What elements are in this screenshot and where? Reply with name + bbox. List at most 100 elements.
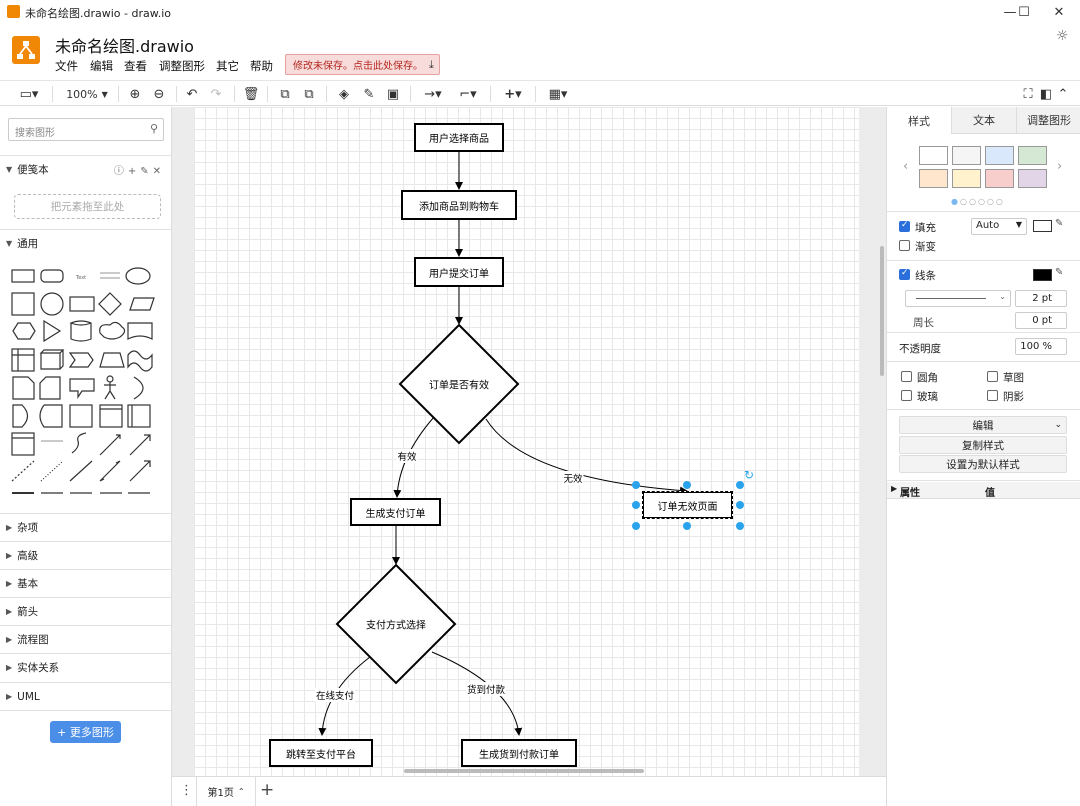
scratchpad-header[interactable]: ▼ 便笺本 ⓘ+✎✕: [0, 155, 171, 183]
search-input[interactable]: 搜索图形 ⚲: [8, 118, 164, 141]
resize-handle[interactable]: [632, 501, 640, 509]
resize-handle[interactable]: [683, 481, 691, 489]
category-er[interactable]: ▶实体关系: [0, 653, 171, 681]
menu-help[interactable]: 帮助: [250, 59, 273, 73]
rounded-checkbox[interactable]: [901, 371, 912, 382]
delete-icon[interactable]: 🗑: [242, 86, 260, 102]
document-title[interactable]: 未命名绘图.drawio: [55, 37, 194, 56]
chevron-right-icon[interactable]: ›: [1057, 159, 1063, 174]
menu-extras[interactable]: 其它: [216, 59, 239, 73]
pages-menu-icon[interactable]: ⋮: [180, 783, 193, 798]
node-cod-order[interactable]: 生成货到付款订单: [461, 739, 577, 767]
fill-checkbox[interactable]: [899, 220, 910, 232]
table-icon[interactable]: ▦▾: [548, 86, 568, 102]
waypoints-icon[interactable]: ⌐▾: [459, 86, 477, 102]
set-default-style-button[interactable]: 设置为默认样式: [899, 455, 1067, 473]
category-uml[interactable]: ▶UML: [0, 682, 171, 710]
resize-handle[interactable]: [736, 522, 744, 530]
theme-icon[interactable]: ☼: [1056, 28, 1069, 44]
eyedropper-icon[interactable]: ✎: [1055, 218, 1064, 229]
format-panel-icon[interactable]: ◧: [1039, 86, 1053, 102]
rotate-icon[interactable]: ↻: [744, 468, 755, 482]
tab-style[interactable]: 样式: [887, 107, 951, 134]
node-invalid-order-page[interactable]: 订单无效页面: [642, 491, 733, 519]
to-front-icon[interactable]: ⧉: [280, 86, 290, 102]
resize-handle[interactable]: [632, 522, 640, 530]
sketch-checkbox[interactable]: [987, 371, 998, 382]
edge-d1-n5[interactable]: [485, 418, 688, 495]
property-table-header[interactable]: ▶ 属性 值: [887, 482, 1080, 499]
connection-icon[interactable]: →▾: [424, 86, 442, 102]
fill-color-swatch[interactable]: [1033, 220, 1052, 232]
tab-arrange[interactable]: 调整图形: [1016, 107, 1080, 134]
scratchpad-dropzone[interactable]: 把元素拖至此处: [14, 194, 161, 219]
line-pattern-select[interactable]: ⌄: [905, 290, 1011, 307]
node-select-product[interactable]: 用户选择商品: [414, 123, 504, 152]
shape-palette[interactable]: Text: [8, 263, 158, 503]
style-swatch[interactable]: [985, 169, 1014, 188]
menu-arrange[interactable]: 调整图形: [159, 59, 205, 73]
fullscreen-icon[interactable]: ⛶: [1023, 86, 1033, 102]
decision-shape-payment[interactable]: [335, 563, 457, 685]
close-button[interactable]: ✕: [1053, 4, 1065, 20]
undo-icon[interactable]: ↶: [186, 86, 198, 102]
menu-view[interactable]: 查看: [124, 59, 147, 73]
redo-icon[interactable]: ↷: [210, 86, 222, 102]
diagram-canvas[interactable]: 用户选择商品 添加商品到购物车 用户提交订单 订单是否有效 生成支付订单 订单无…: [194, 107, 859, 776]
tab-text[interactable]: 文本: [951, 107, 1016, 134]
maximize-button[interactable]: ☐: [1018, 4, 1030, 20]
save-warning-button[interactable]: 修改未保存。点击此处保存。 ⤓: [285, 54, 440, 75]
collapse-icon[interactable]: ⌃: [1057, 86, 1069, 102]
perimeter-input[interactable]: 0 pt: [1015, 312, 1067, 329]
minimize-button[interactable]: —: [1003, 4, 1017, 20]
shadow-icon[interactable]: ▣: [386, 86, 400, 102]
resize-handle[interactable]: [736, 481, 744, 489]
shadow-checkbox[interactable]: [987, 390, 998, 401]
resize-handle[interactable]: [736, 501, 744, 509]
style-swatch[interactable]: [1018, 169, 1047, 188]
panel-toggle-icon[interactable]: ▭▾: [19, 86, 39, 102]
eyedropper-icon[interactable]: ✎: [1055, 267, 1064, 278]
vertical-scrollbar[interactable]: [880, 246, 884, 376]
fill-select[interactable]: Auto▼: [971, 218, 1027, 235]
menu-edit[interactable]: 编辑: [90, 59, 113, 73]
style-swatch[interactable]: [1018, 146, 1047, 165]
node-create-payment-order[interactable]: 生成支付订单: [350, 498, 441, 526]
copy-style-button[interactable]: 复制样式: [899, 436, 1067, 454]
edit-style-button[interactable]: 编辑⌄: [899, 416, 1067, 434]
category-advanced[interactable]: ▶高级: [0, 541, 171, 569]
more-shapes-button[interactable]: + 更多图形: [50, 721, 121, 743]
line-width-input[interactable]: 2 pt: [1015, 290, 1067, 307]
general-header[interactable]: ▼ 通用: [0, 229, 171, 257]
insert-icon[interactable]: +▾: [504, 86, 522, 102]
node-redirect-payment[interactable]: 跳转至支付平台: [269, 739, 373, 767]
node-add-to-cart[interactable]: 添加商品到购物车: [401, 190, 517, 220]
page-dots[interactable]: ●○○○○○: [951, 197, 1005, 206]
chevron-left-icon[interactable]: ‹: [903, 159, 909, 174]
style-swatch[interactable]: [919, 169, 948, 188]
menu-file[interactable]: 文件: [55, 59, 78, 73]
line-color-icon[interactable]: ✎: [363, 86, 375, 102]
style-swatch[interactable]: [952, 169, 981, 188]
zoom-out-icon[interactable]: ⊖: [153, 86, 165, 102]
page-tab-1[interactable]: 第1页⌃: [196, 777, 256, 806]
gradient-checkbox[interactable]: [899, 240, 910, 251]
category-misc[interactable]: ▶杂项: [0, 513, 171, 541]
style-swatch[interactable]: [919, 146, 948, 165]
line-checkbox[interactable]: [899, 268, 910, 280]
fill-color-icon[interactable]: ◈: [339, 86, 349, 102]
resize-handle[interactable]: [632, 481, 640, 489]
style-swatch[interactable]: [952, 146, 981, 165]
zoom-in-icon[interactable]: ⊕: [129, 86, 141, 102]
category-flowchart[interactable]: ▶流程图: [0, 625, 171, 653]
to-back-icon[interactable]: ⧉: [304, 86, 314, 102]
glass-checkbox[interactable]: [901, 390, 912, 401]
category-basic[interactable]: ▶基本: [0, 569, 171, 597]
zoom-select[interactable]: 100%▼: [66, 87, 108, 101]
resize-handle[interactable]: [683, 522, 691, 530]
category-arrows[interactable]: ▶箭头: [0, 597, 171, 625]
style-swatch[interactable]: [985, 146, 1014, 165]
horizontal-scrollbar[interactable]: [404, 769, 644, 773]
node-submit-order[interactable]: 用户提交订单: [414, 257, 504, 287]
decision-shape-order-valid[interactable]: [398, 323, 520, 445]
